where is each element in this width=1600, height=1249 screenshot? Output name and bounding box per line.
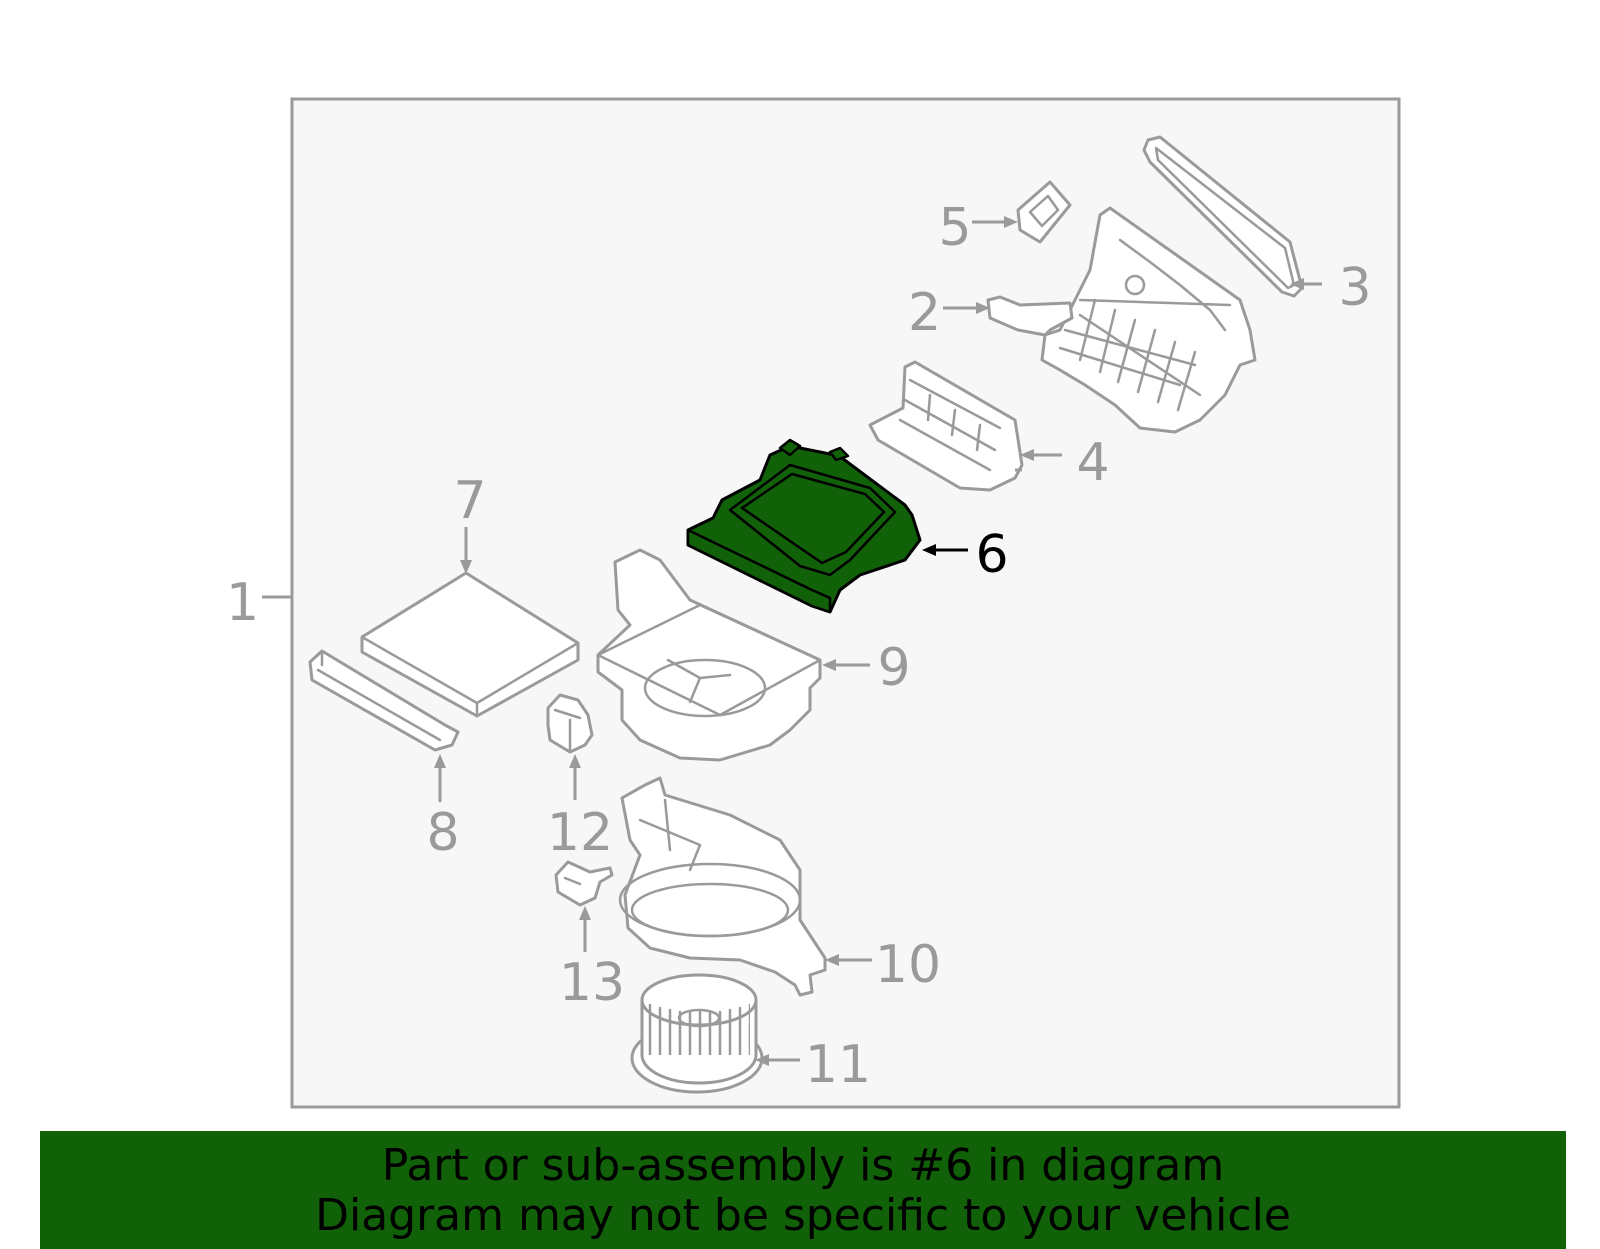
callout-7[interactable]: 7	[453, 471, 486, 531]
part-2-intake-case[interactable]	[986, 206, 1257, 434]
part-13-connector[interactable]	[554, 860, 614, 907]
callout-4[interactable]: 4	[1076, 433, 1109, 493]
callout-13[interactable]: 13	[559, 953, 625, 1013]
part-10-blower-lower[interactable]	[618, 776, 827, 997]
callout-2[interactable]: 2	[908, 283, 941, 343]
part-6-filter-housing[interactable]	[686, 438, 922, 614]
callout-5[interactable]: 5	[938, 198, 971, 258]
callout-10[interactable]: 10	[875, 935, 941, 995]
part-12-actuator[interactable]	[546, 693, 594, 754]
info-banner: Part or sub-assembly is #6 in diagram Di…	[40, 1131, 1566, 1249]
part-3-seal[interactable]	[1142, 135, 1304, 298]
banner-line-part: Part or sub-assembly is #6 in diagram	[381, 1140, 1225, 1191]
callout-1[interactable]: 1	[226, 573, 259, 633]
callout-12[interactable]: 12	[547, 803, 613, 863]
callout-9[interactable]: 9	[877, 638, 910, 698]
part-9-blower-upper[interactable]	[596, 548, 822, 762]
callout-11[interactable]: 11	[805, 1035, 871, 1095]
part-5-bracket[interactable]	[1016, 180, 1072, 244]
callout-8[interactable]: 8	[426, 803, 459, 863]
part-11-blower-motor[interactable]	[630, 973, 764, 1094]
banner-line-disclaimer: Diagram may not be specific to your vehi…	[315, 1190, 1291, 1241]
callouts: 1 2 3 4 5 6 7 8 9 10 11 12 13	[226, 198, 1372, 1095]
callout-3[interactable]: 3	[1338, 258, 1371, 318]
callout-6[interactable]: 6	[975, 525, 1008, 585]
leaders	[262, 216, 1322, 1066]
part-8-filter-door[interactable]	[308, 649, 460, 752]
part-4-damper[interactable]	[868, 360, 1024, 492]
